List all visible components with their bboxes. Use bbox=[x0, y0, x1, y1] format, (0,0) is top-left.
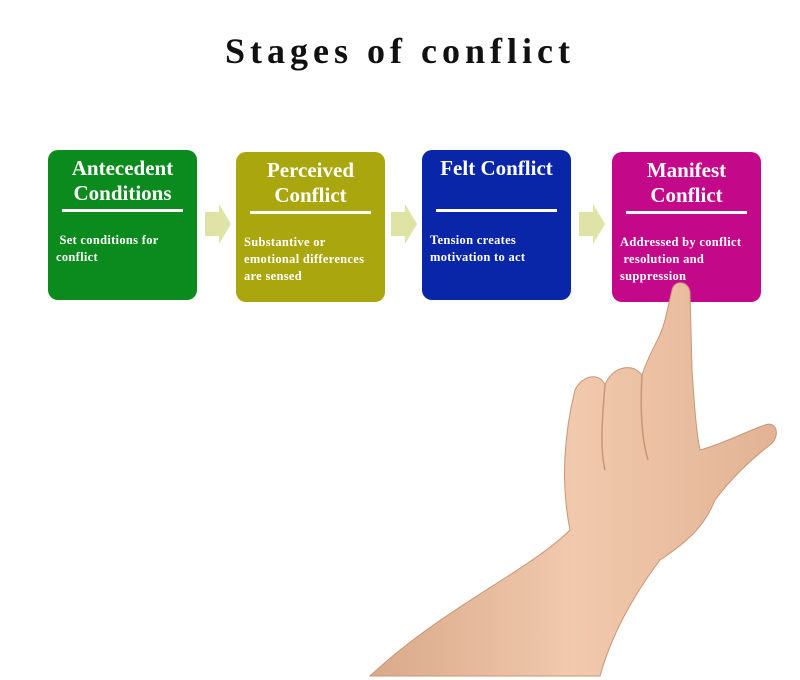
stage-heading: Felt Conflict bbox=[440, 156, 553, 180]
stage-heading: Perceived Conflict bbox=[266, 158, 355, 207]
stage-description: Substantive or emotional differences are… bbox=[244, 235, 368, 283]
arrow-right-icon bbox=[391, 204, 417, 244]
stage-description: Set conditions for conflict bbox=[56, 233, 162, 264]
stage-description: Tension creates motivation to act bbox=[430, 233, 526, 264]
pointing-hand-image bbox=[368, 282, 777, 677]
stage-description: Addressed by conflict resolution and sup… bbox=[620, 235, 742, 283]
divider bbox=[626, 211, 747, 214]
stage-antecedent-conditions: Antecedent Conditions Set conditions for… bbox=[48, 150, 197, 300]
stage-heading: Antecedent Conditions bbox=[71, 156, 174, 205]
arrow-right-icon bbox=[579, 204, 605, 244]
diagram-title: Stages of conflict bbox=[225, 31, 575, 71]
divider bbox=[250, 211, 371, 214]
stage-felt-conflict: Felt Conflict Tension creates motivation… bbox=[422, 150, 571, 300]
stage-manifest-conflict: Manifest Conflict Addressed by conflict … bbox=[612, 152, 761, 302]
stage-heading: Manifest Conflict bbox=[646, 158, 727, 207]
divider bbox=[436, 209, 557, 212]
divider bbox=[62, 209, 183, 212]
stage-perceived-conflict: Perceived Conflict Substantive or emotio… bbox=[236, 152, 385, 302]
arrow-right-icon bbox=[205, 204, 231, 244]
